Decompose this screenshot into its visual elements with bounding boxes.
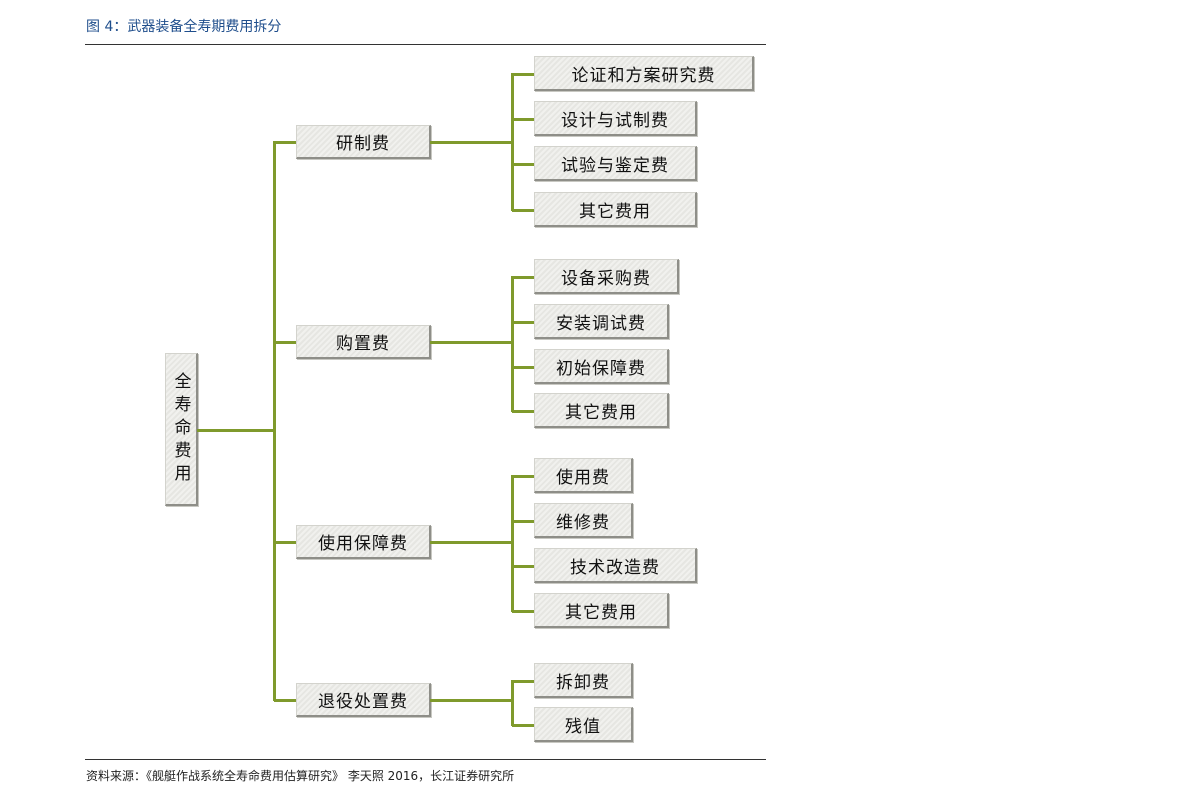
branch-node: 退役处置费 <box>296 683 431 717</box>
child-connector <box>512 73 534 76</box>
leaf-node: 设备采购费 <box>534 259 679 294</box>
child-connector <box>512 163 534 166</box>
leaf-node: 试验与鉴定费 <box>534 146 697 181</box>
branch-node: 购置费 <box>296 325 431 359</box>
child-connector <box>512 276 534 279</box>
child-connector <box>512 680 534 683</box>
leaf-node: 残值 <box>534 707 633 742</box>
leaf-node: 其它费用 <box>534 192 697 227</box>
leaf-node: 其它费用 <box>534 393 669 428</box>
branch-connector <box>274 341 296 344</box>
branch-node: 使用保障费 <box>296 525 431 559</box>
child-connector <box>512 410 534 413</box>
children-spine <box>511 680 514 726</box>
figure-title: 图 4：武器装备全寿期费用拆分 <box>86 19 282 35</box>
trunk-line <box>273 141 276 701</box>
root-node: 全寿命费用 <box>165 353 198 506</box>
branch-to-children-line <box>430 699 513 702</box>
child-connector <box>512 118 534 121</box>
top-divider <box>85 44 766 45</box>
leaf-node: 拆卸费 <box>534 663 633 698</box>
branch-to-children-line <box>430 341 513 344</box>
children-spine <box>511 475 514 612</box>
branch-connector <box>274 699 296 702</box>
child-connector <box>512 520 534 523</box>
source-note: 资料来源：《舰艇作战系统全寿命费用估算研究》 李天照 2016，长江证券研究所 <box>86 769 515 783</box>
children-spine <box>511 73 514 211</box>
branch-connector <box>274 541 296 544</box>
root-connector <box>197 429 274 432</box>
leaf-node: 初始保障费 <box>534 349 669 384</box>
branch-node: 研制费 <box>296 125 431 159</box>
child-connector <box>512 475 534 478</box>
child-connector <box>512 209 534 212</box>
bottom-divider <box>85 759 766 760</box>
leaf-node: 维修费 <box>534 503 633 538</box>
child-connector <box>512 610 534 613</box>
leaf-node: 其它费用 <box>534 593 669 628</box>
leaf-node: 论证和方案研究费 <box>534 56 754 91</box>
child-connector <box>512 321 534 324</box>
leaf-node: 使用费 <box>534 458 633 493</box>
child-connector <box>512 724 534 727</box>
branch-to-children-line <box>430 141 513 144</box>
leaf-node: 技术改造费 <box>534 548 697 583</box>
branch-connector <box>274 141 296 144</box>
leaf-node: 设计与试制费 <box>534 101 697 136</box>
branch-to-children-line <box>430 541 513 544</box>
children-spine <box>511 276 514 412</box>
leaf-node: 安装调试费 <box>534 304 669 339</box>
child-connector <box>512 565 534 568</box>
child-connector <box>512 366 534 369</box>
